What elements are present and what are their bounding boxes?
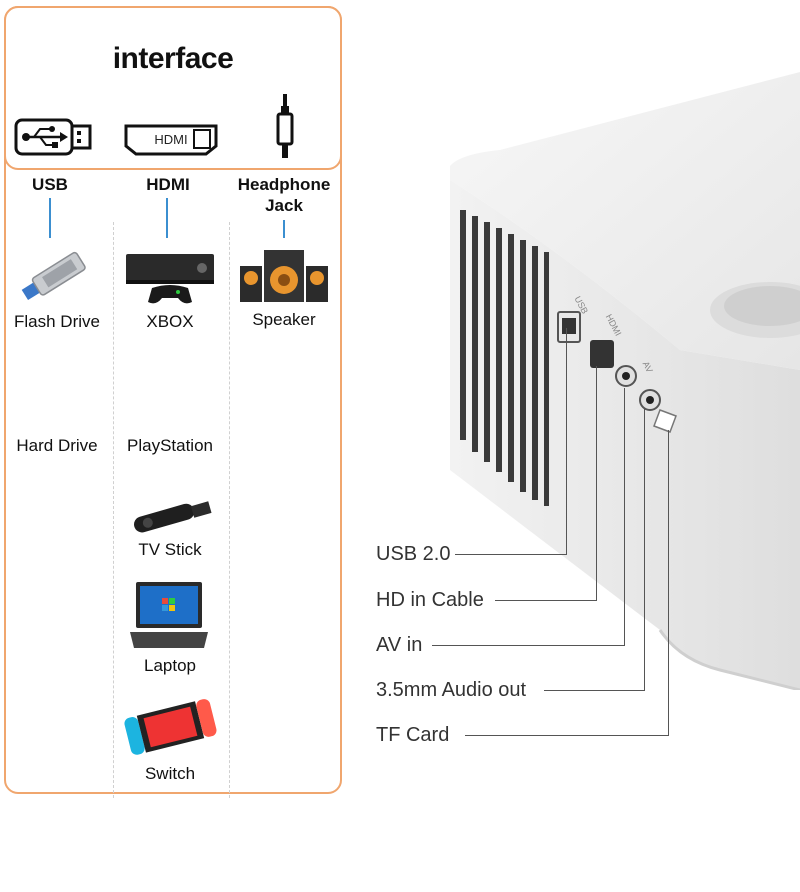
panel-title: interface — [112, 42, 234, 75]
callout-line-audio-horizontal — [544, 690, 645, 691]
device-label-tv-stick: TV Stick — [138, 540, 202, 559]
device-label-switch: Switch — [144, 764, 196, 783]
hdmi-icon — [124, 124, 218, 156]
headphone-jack-icon — [276, 94, 294, 158]
callout-av-in: AV in — [376, 634, 423, 656]
callout-usb: USB 2.0 — [376, 543, 451, 565]
device-label-speaker: Speaker — [252, 310, 316, 329]
device-label-hard-drive: Hard Drive — [16, 436, 98, 455]
speaker-icon — [240, 250, 328, 302]
jack-connector-line — [283, 220, 285, 238]
column-header-hdmi: HDMI — [146, 175, 190, 194]
usb-icon — [14, 118, 92, 156]
column-divider-1 — [113, 222, 114, 798]
callout-audio-out: 3.5mm Audio out — [376, 679, 527, 701]
callout-tf-card: TF Card — [376, 724, 450, 746]
flash-drive-icon — [21, 251, 86, 301]
callout-line-av-vertical — [624, 388, 625, 646]
callout-line-tf-vertical — [668, 430, 669, 736]
laptop-icon — [130, 582, 208, 648]
device-label-flash-drive: Flash Drive — [14, 312, 100, 331]
projector-image — [450, 72, 800, 690]
xbox-icon — [126, 254, 214, 304]
callout-line-av-horizontal — [432, 645, 625, 646]
callout-line-usb-horizontal — [455, 554, 567, 555]
callout-line-tf-horizontal — [465, 735, 669, 736]
switch-icon — [124, 699, 217, 755]
device-label-playstation: PlayStation — [127, 436, 213, 455]
column-divider-2 — [229, 222, 230, 798]
column-header-usb: USB — [32, 175, 68, 194]
callout-line-hdmi-vertical — [596, 366, 597, 601]
device-label-laptop: Laptop — [144, 656, 196, 675]
callout-line-usb-vertical — [566, 328, 567, 554]
callout-line-audio-vertical — [644, 408, 645, 691]
callout-line-hdmi-horizontal — [495, 600, 597, 601]
hdmi-plug-label: HDMI — [154, 132, 188, 147]
hdmi-connector-line — [166, 198, 168, 238]
callout-hdmi: HD in Cable — [376, 589, 484, 611]
device-label-xbox: XBOX — [146, 312, 194, 331]
column-header-headphone-jack: Headphone Jack — [237, 175, 331, 215]
tv-stick-icon — [134, 501, 212, 533]
usb-connector-line — [49, 198, 51, 238]
